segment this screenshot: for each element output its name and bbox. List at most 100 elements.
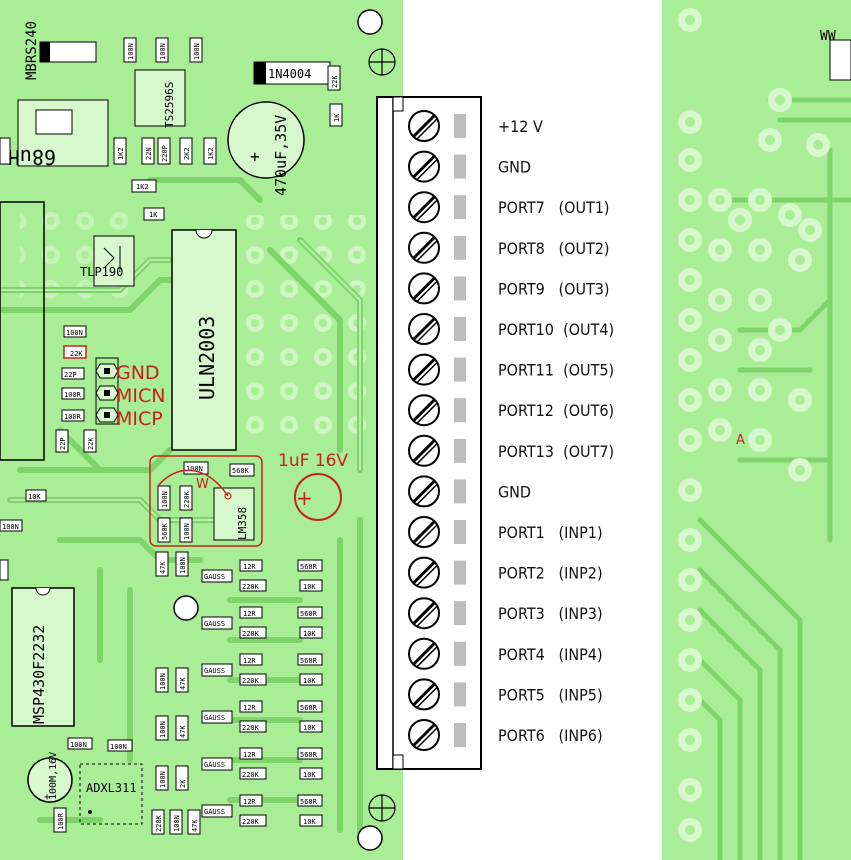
svg-text:100N: 100N bbox=[127, 43, 135, 60]
svg-text:560R: 560R bbox=[300, 563, 318, 571]
resistor-group-top: 100N 100N 100N 1K2 22N 220P 2K2 1K2 1K2 … bbox=[0, 37, 217, 221]
svg-text:100N: 100N bbox=[173, 815, 181, 832]
right-edge-text: WW bbox=[820, 29, 836, 44]
svg-text:560K: 560K bbox=[161, 522, 169, 540]
screw-terminal bbox=[408, 475, 466, 508]
regulator: TS2596S bbox=[134, 69, 186, 128]
svg-text:100N: 100N bbox=[159, 721, 167, 738]
connector-label: PORT2 (INP2) bbox=[498, 564, 603, 583]
svg-text:12R: 12R bbox=[243, 751, 256, 759]
screw-terminal bbox=[408, 556, 466, 589]
screw-terminal bbox=[408, 191, 466, 224]
point-a-annotation: A bbox=[736, 433, 745, 448]
connector-label: GND bbox=[498, 158, 531, 177]
diode-1n4004: 1N4004 22K 1K bbox=[253, 61, 343, 127]
svg-text:220K: 220K bbox=[242, 771, 260, 779]
svg-text:LM358: LM358 bbox=[236, 507, 249, 540]
screw-terminal bbox=[408, 313, 466, 345]
left-header bbox=[0, 201, 45, 461]
svg-text:560R: 560R bbox=[300, 610, 318, 618]
connector-label: +12 V bbox=[498, 117, 543, 136]
mic-parts: 100N 22K 22P 100R 100R 22P 22K bbox=[55, 325, 119, 453]
svg-text:560K: 560K bbox=[232, 467, 250, 475]
svg-text:2K: 2K bbox=[179, 779, 187, 788]
svg-text:100N: 100N bbox=[159, 771, 167, 788]
connector-label: PORT5 (INP5) bbox=[498, 685, 603, 704]
svg-text:100N: 100N bbox=[159, 43, 167, 60]
svg-text:10K: 10K bbox=[303, 583, 316, 591]
connector-label: PORT10 (OUT4) bbox=[498, 320, 614, 339]
svg-text:MSP430F2232: MSP430F2232 bbox=[30, 625, 48, 724]
svg-text:10K: 10K bbox=[28, 493, 41, 501]
connector-label: PORT7 (OUT1) bbox=[498, 198, 610, 217]
diode-mbrs240: MBRS240 bbox=[24, 21, 97, 80]
svg-text:560R: 560R bbox=[300, 657, 318, 665]
screw-terminal bbox=[408, 434, 466, 467]
cap-annotation: 1uF 16V bbox=[278, 451, 348, 471]
svg-text:10K: 10K bbox=[303, 677, 316, 685]
svg-text:100R: 100R bbox=[64, 391, 82, 399]
svg-text:22P: 22P bbox=[64, 371, 77, 379]
screw-terminal bbox=[408, 394, 466, 427]
screw-terminals bbox=[408, 110, 466, 751]
screw-terminal bbox=[408, 637, 466, 670]
svg-text:100N: 100N bbox=[70, 741, 87, 749]
svg-text:1N4004: 1N4004 bbox=[268, 67, 311, 81]
svg-text:22K: 22K bbox=[87, 437, 95, 450]
svg-text:12R: 12R bbox=[243, 610, 256, 618]
connector-label: GND bbox=[498, 482, 531, 501]
svg-text:GAUSS: GAUSS bbox=[204, 808, 225, 816]
svg-text:ADXL311: ADXL311 bbox=[86, 781, 137, 795]
svg-text:47K: 47K bbox=[191, 819, 199, 832]
svg-text:1K2: 1K2 bbox=[207, 147, 215, 160]
svg-text:GAUSS: GAUSS bbox=[204, 761, 225, 769]
adxl311-chip: ADXL311 bbox=[79, 763, 143, 825]
svg-text:47K: 47K bbox=[159, 561, 167, 574]
screw-terminal bbox=[408, 719, 466, 751]
connector-label: PORT13 (OUT7) bbox=[498, 442, 614, 461]
screw-terminal bbox=[408, 516, 466, 548]
right-board: WW A bbox=[662, 0, 851, 860]
svg-text:22K: 22K bbox=[70, 350, 83, 358]
svg-text:22K: 22K bbox=[331, 75, 339, 88]
screw-terminal bbox=[408, 272, 466, 305]
svg-text:220K: 220K bbox=[242, 630, 260, 638]
svg-text:100M,16V: 100M,16V bbox=[48, 752, 59, 800]
terminal-block bbox=[376, 96, 482, 770]
connector-label: PORT6 (INP6) bbox=[498, 726, 603, 745]
svg-text:560R: 560R bbox=[300, 704, 318, 712]
svg-text:ULN2003: ULN2003 bbox=[195, 316, 219, 400]
micp-annotation: MICP bbox=[116, 408, 163, 430]
right-board-pads bbox=[678, 8, 830, 842]
screw-terminal bbox=[408, 353, 466, 386]
svg-text:100N: 100N bbox=[161, 491, 169, 508]
capacitor-470uf: + 470uF,35V bbox=[227, 101, 305, 196]
regulator-label: TS2596S bbox=[163, 82, 176, 128]
svg-text:220K: 220K bbox=[242, 583, 260, 591]
gnd-annotation: GND bbox=[116, 362, 160, 384]
svg-text:560R: 560R bbox=[300, 798, 318, 806]
svg-text:GAUSS: GAUSS bbox=[204, 620, 225, 628]
svg-text:12R: 12R bbox=[243, 563, 256, 571]
svg-text:47K: 47K bbox=[179, 677, 187, 690]
connector-label: PORT11 (OUT5) bbox=[498, 361, 614, 380]
inductor: 68uH bbox=[8, 99, 109, 169]
wire-annotation: W bbox=[196, 477, 209, 492]
connector-label: PORT4 (INP4) bbox=[498, 645, 603, 664]
svg-text:100N: 100N bbox=[159, 673, 167, 690]
screw-terminal bbox=[408, 597, 466, 630]
svg-text:22P: 22P bbox=[59, 437, 67, 450]
svg-text:220P: 220P bbox=[161, 145, 169, 162]
svg-text:220K: 220K bbox=[242, 818, 260, 826]
connector-label: PORT12 (OUT6) bbox=[498, 401, 614, 420]
svg-text:2K2: 2K2 bbox=[183, 147, 191, 160]
svg-text:220K: 220K bbox=[183, 490, 191, 508]
connector-label: PORT1 (INP1) bbox=[498, 523, 603, 542]
svg-text:10K: 10K bbox=[303, 771, 316, 779]
screw-terminal bbox=[408, 110, 466, 142]
svg-text:220K: 220K bbox=[242, 677, 260, 685]
